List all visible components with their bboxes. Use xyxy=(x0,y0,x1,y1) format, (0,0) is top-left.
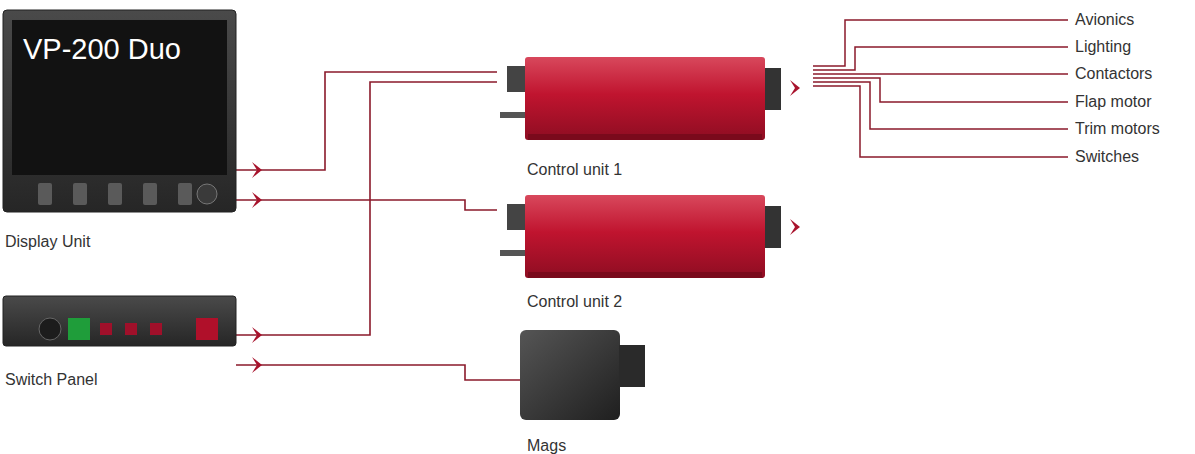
green-button xyxy=(68,318,90,340)
device-label: Mags xyxy=(527,436,566,454)
output-label: Flap motor xyxy=(1075,92,1151,112)
red-button xyxy=(150,323,162,335)
control-unit-illustration xyxy=(500,57,781,140)
output-wire xyxy=(813,82,1068,129)
control-unit: Control unit 1 xyxy=(497,57,765,142)
device-label: Control unit 1 xyxy=(527,160,622,179)
screen-title: VP-200 Duo xyxy=(23,32,181,67)
output-label: Avionics xyxy=(1075,10,1134,30)
device-label: Control unit 2 xyxy=(527,292,622,311)
display-housing xyxy=(3,10,236,212)
wire-connector xyxy=(236,82,497,335)
connector-pin xyxy=(500,112,528,118)
panel-housing xyxy=(3,296,236,346)
red-button xyxy=(125,323,137,335)
mags-illustration xyxy=(520,330,645,420)
connector-pin xyxy=(500,250,528,256)
mags-body xyxy=(520,330,620,420)
control-unit-body xyxy=(525,57,765,140)
display-unit: VP-200 DuoDisplay Unit xyxy=(3,10,236,212)
red-button xyxy=(196,318,218,340)
chevron xyxy=(252,357,262,373)
output-wire xyxy=(813,86,1068,157)
display-knob xyxy=(197,184,217,204)
output-wire xyxy=(813,73,1068,75)
display-screen xyxy=(12,20,227,175)
display-unit-illustration xyxy=(3,10,236,212)
device-label: Display Unit xyxy=(5,232,90,251)
control-unit-body xyxy=(525,195,765,278)
wire-connector xyxy=(236,72,497,170)
mags-unit: Mags xyxy=(520,330,645,420)
control-unit-base xyxy=(528,272,762,278)
display-button xyxy=(73,183,87,205)
output-wires xyxy=(813,20,1068,157)
key-switch xyxy=(39,318,61,340)
display-button xyxy=(108,183,122,205)
chevron xyxy=(252,327,262,343)
display-button xyxy=(143,183,157,205)
mags-plug xyxy=(619,345,645,387)
control-unit: Control unit 2 xyxy=(497,195,765,280)
connector-plug xyxy=(765,206,781,248)
chevron xyxy=(252,192,262,208)
switch-panel-illustration xyxy=(3,296,236,346)
output-label: Contactors xyxy=(1075,64,1152,84)
output-label: Trim motors xyxy=(1075,119,1160,139)
display-button xyxy=(178,183,192,205)
control-unit-base xyxy=(528,134,762,140)
chevron-group xyxy=(252,80,800,373)
output-wire xyxy=(813,47,1068,70)
red-button xyxy=(100,323,112,335)
output-wire xyxy=(813,20,1068,66)
switch-panel: Switch Panel xyxy=(3,295,236,368)
output-label: Lighting xyxy=(1075,37,1131,57)
output-label: Switches xyxy=(1075,147,1139,167)
control-unit-illustration xyxy=(500,195,781,278)
chevron xyxy=(790,80,800,96)
wire-connector xyxy=(236,365,520,380)
device-label: Switch Panel xyxy=(5,370,98,389)
chevron xyxy=(790,219,800,235)
connector-plug xyxy=(765,68,781,110)
chevron xyxy=(252,162,262,178)
wire-connector xyxy=(236,200,497,210)
display-button xyxy=(38,183,52,205)
